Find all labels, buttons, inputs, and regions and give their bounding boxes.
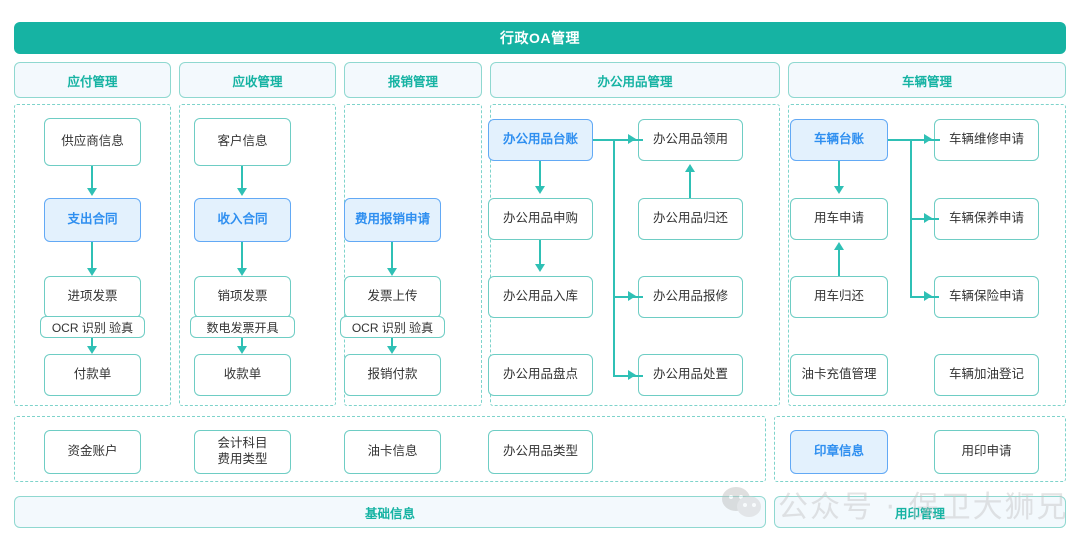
connector-receivable-2 <box>241 242 243 272</box>
category-header-payable[interactable]: 应付管理 <box>14 62 171 98</box>
node-accounting-subject[interactable]: 会计科目 费用类型 <box>194 430 291 474</box>
connector-supplies-trunk <box>613 139 615 377</box>
connector-vehicle-branch-top <box>888 139 940 141</box>
category-header-row: 应付管理 应收管理 报销管理 办公用品管理 车辆管理 <box>14 62 1066 98</box>
node-reimbursement-payment[interactable]: 报销付款 <box>344 354 441 396</box>
node-vehicle-insurance-request[interactable]: 车辆保险申请 <box>934 276 1039 318</box>
node-supplier-info[interactable]: 供应商信息 <box>44 118 141 166</box>
connector-supplies-return-up <box>689 170 691 198</box>
category-header-reimbursement[interactable]: 报销管理 <box>344 62 482 98</box>
node-supplies-disposal[interactable]: 办公用品处置 <box>638 354 743 396</box>
node-supplies-ledger[interactable]: 办公用品台账 <box>488 119 593 161</box>
region-reimbursement <box>344 104 482 406</box>
connector-payable-2 <box>91 242 93 272</box>
node-fuel-card-recharge[interactable]: 油卡充值管理 <box>790 354 888 396</box>
node-seal-info[interactable]: 印章信息 <box>790 430 888 474</box>
node-expense-contract[interactable]: 支出合同 <box>44 198 141 242</box>
arrowhead-supplies-v1 <box>535 186 545 194</box>
arrowhead-payable-1 <box>87 188 97 196</box>
category-header-vehicle[interactable]: 车辆管理 <box>788 62 1066 98</box>
arrowhead-vehicle-v1 <box>834 186 844 194</box>
node-supplies-requisition[interactable]: 办公用品领用 <box>638 119 743 161</box>
node-accounting-subject-line1: 会计科目 <box>217 436 268 451</box>
arrowhead-reimb-2 <box>387 346 397 354</box>
node-payment-order[interactable]: 付款单 <box>44 354 141 396</box>
arrowhead-supplies-return-up <box>685 164 695 172</box>
footer-basic-info[interactable]: 基础信息 <box>14 496 766 528</box>
page-title: 行政OA管理 <box>14 22 1066 54</box>
connector-vehicle-return-up <box>838 248 840 276</box>
node-accounting-subject-line2: 费用类型 <box>217 452 268 466</box>
arrowhead-payable-3 <box>87 346 97 354</box>
region-seal-mgmt <box>774 416 1066 482</box>
region-office-supplies <box>490 104 780 406</box>
sublabel-ocr-verify-reimb: OCR 识别 验真 <box>340 316 445 338</box>
arrowhead-payable-2 <box>87 268 97 276</box>
arrowhead-receivable-1 <box>237 188 247 196</box>
node-vehicle-repair-request[interactable]: 车辆维修申请 <box>934 119 1039 161</box>
arrowhead-supplies-disposal <box>628 370 636 380</box>
node-supplies-purchase[interactable]: 办公用品申购 <box>488 198 593 240</box>
connector-reimb-2 <box>391 338 393 352</box>
connector-supplies-v2 <box>539 240 541 268</box>
footer-seal-mgmt[interactable]: 用印管理 <box>774 496 1066 528</box>
region-payable <box>14 104 171 406</box>
category-header-office-supplies[interactable]: 办公用品管理 <box>490 62 780 98</box>
connector-vehicle-v1 <box>838 161 840 190</box>
arrowhead-supplies-requisition <box>628 134 636 144</box>
node-input-invoice[interactable]: 进项发票 <box>44 276 141 318</box>
node-supplies-return[interactable]: 办公用品归还 <box>638 198 743 240</box>
node-output-invoice[interactable]: 销项发票 <box>194 276 291 318</box>
region-vehicle <box>788 104 1066 406</box>
node-supplies-type[interactable]: 办公用品类型 <box>488 430 593 474</box>
connector-receivable-1 <box>241 166 243 192</box>
arrowhead-reimb-1 <box>387 268 397 276</box>
node-supplies-stocktake[interactable]: 办公用品盘点 <box>488 354 593 396</box>
node-vehicle-return[interactable]: 用车归还 <box>790 276 888 318</box>
connector-receivable-3 <box>241 338 243 352</box>
connector-payable-1 <box>91 166 93 192</box>
node-vehicle-refuel-record[interactable]: 车辆加油登记 <box>934 354 1039 396</box>
connector-payable-3 <box>91 338 93 352</box>
arrowhead-vehicle-maintenance <box>924 213 932 223</box>
arrowhead-receivable-3 <box>237 346 247 354</box>
node-vehicle-maintenance-request[interactable]: 车辆保养申请 <box>934 198 1039 240</box>
node-income-contract[interactable]: 收入合同 <box>194 198 291 242</box>
arrowhead-vehicle-repair <box>924 134 932 144</box>
arrowhead-supplies-v2 <box>535 264 545 272</box>
node-fuel-card-info[interactable]: 油卡信息 <box>344 430 441 474</box>
node-supplies-type-line1: 办公用品类型 <box>502 444 578 459</box>
node-fund-account-line1: 资金账户 <box>67 444 118 459</box>
region-basic-info <box>14 416 766 482</box>
node-expense-claim[interactable]: 费用报销申请 <box>344 198 441 242</box>
arrowhead-receivable-2 <box>237 268 247 276</box>
sublabel-einvoice-issue: 数电发票开具 <box>190 316 295 338</box>
connector-supplies-v1 <box>539 161 541 190</box>
node-fund-account[interactable]: 资金账户 <box>44 430 141 474</box>
node-fuel-card-info-line1: 油卡信息 <box>367 444 418 459</box>
sublabel-ocr-verify-payable: OCR 识别 验真 <box>40 316 145 338</box>
arrowhead-vehicle-return-up <box>834 242 844 250</box>
node-vehicle-use-request[interactable]: 用车申请 <box>790 198 888 240</box>
node-invoice-upload[interactable]: 发票上传 <box>344 276 441 318</box>
node-receipt-order[interactable]: 收款单 <box>194 354 291 396</box>
arrowhead-vehicle-insurance <box>924 291 932 301</box>
category-header-receivable[interactable]: 应收管理 <box>179 62 336 98</box>
node-vehicle-ledger[interactable]: 车辆台账 <box>790 119 888 161</box>
connector-reimb-1 <box>391 242 393 272</box>
node-customer-info[interactable]: 客户信息 <box>194 118 291 166</box>
region-receivable <box>179 104 336 406</box>
connector-supplies-branch-top <box>593 139 643 141</box>
node-supplies-repair[interactable]: 办公用品报修 <box>638 276 743 318</box>
node-seal-use-request[interactable]: 用印申请 <box>934 430 1039 474</box>
node-supplies-inbound[interactable]: 办公用品入库 <box>488 276 593 318</box>
arrowhead-supplies-repair <box>628 291 636 301</box>
